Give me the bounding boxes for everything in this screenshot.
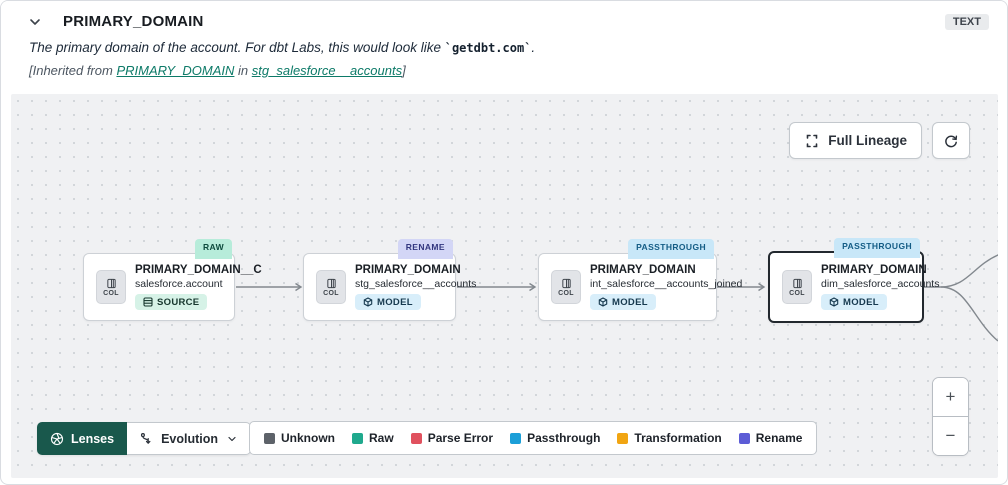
legend-swatch [617, 432, 629, 444]
expand-icon [806, 134, 818, 147]
evolution-legend: Unknown Raw Parse Error Passthrough Tran… [249, 421, 818, 455]
column-icon [326, 278, 336, 288]
zoom-out-button[interactable]: − [933, 417, 968, 455]
chevron-down-icon [228, 436, 236, 441]
column-icon [561, 278, 571, 288]
lineage-canvas[interactable]: Full Lineage RAW COL PRIMARY_DOMAIN__C s… [11, 94, 998, 478]
inherited-model-link[interactable]: stg_salesforce__accounts [251, 63, 403, 78]
lenses-control: Lenses Evolution [37, 422, 252, 455]
lineage-node-staging[interactable]: RENAME COL PRIMARY_DOMAIN stg_salesforce… [303, 239, 476, 321]
inherited-from-note: [Inherited from PRIMARY_DOMAIN in stg_sa… [29, 63, 406, 78]
column-description: The primary domain of the account. For d… [29, 40, 536, 55]
legend-item: Passthrough [510, 431, 600, 445]
node-subtitle: salesforce.account [135, 278, 223, 290]
legend-item: Rename [738, 431, 802, 445]
node-subtitle: int_salesforce__accounts_joined [590, 278, 743, 290]
panel-header: PRIMARY_DOMAIN TEXT The primary domain o… [1, 1, 1007, 78]
selected-lens-label: Evolution [161, 431, 219, 446]
source-icon [143, 297, 153, 307]
full-lineage-label: Full Lineage [828, 133, 907, 148]
refresh-button[interactable] [932, 122, 970, 159]
legend-swatch [738, 432, 750, 444]
lenses-button[interactable]: Lenses [37, 422, 128, 455]
column-chip: COL [316, 270, 346, 304]
legend-item: Raw [352, 431, 394, 445]
legend-item: Unknown [264, 431, 335, 445]
evolution-badge: PASSTHROUGH [628, 239, 714, 259]
legend-swatch [352, 432, 363, 444]
node-subtitle: dim_salesforce_accounts [821, 278, 940, 290]
divider [933, 416, 968, 417]
full-lineage-button[interactable]: Full Lineage [789, 122, 922, 159]
column-icon [106, 278, 116, 288]
lens-select-dropdown[interactable]: Evolution [127, 422, 252, 455]
evolution-badge: RAW [194, 239, 232, 259]
resource-type-badge: MODEL [355, 294, 421, 310]
column-icon [792, 278, 802, 288]
column-title: PRIMARY_DOMAIN [63, 13, 204, 30]
lenses-label: Lenses [71, 431, 115, 446]
resource-type-badge: SOURCE [135, 294, 208, 310]
column-chip: COL [551, 270, 581, 304]
chevron-down-icon[interactable] [27, 14, 43, 30]
node-subtitle: stg_salesforce__accounts [355, 278, 477, 290]
zoom-controls: + − [932, 377, 969, 456]
legend-swatch [410, 432, 422, 444]
evolution-icon [141, 432, 151, 444]
inline-code: `getdbt.com` [444, 41, 532, 55]
data-type-badge: TEXT [944, 14, 989, 30]
lineage-node-source[interactable]: RAW COL PRIMARY_DOMAIN__C salesforce.acc… [83, 239, 262, 321]
legend-swatch [264, 432, 275, 444]
model-icon [829, 297, 839, 307]
lens-aperture-icon [50, 432, 64, 445]
model-icon [363, 297, 373, 307]
inherited-column-link[interactable]: PRIMARY_DOMAIN [116, 63, 235, 78]
column-chip: COL [96, 270, 126, 304]
node-title: PRIMARY_DOMAIN [590, 264, 696, 276]
zoom-in-button[interactable]: + [933, 378, 968, 416]
node-title: PRIMARY_DOMAIN [355, 264, 461, 276]
resource-type-badge: MODEL [821, 294, 887, 310]
legend-swatch [510, 432, 522, 444]
lineage-node-intermediate[interactable]: PASSTHROUGH COL PRIMARY_DOMAIN int_sales… [538, 239, 742, 321]
evolution-badge: PASSTHROUGH [834, 238, 920, 258]
node-title: PRIMARY_DOMAIN [821, 264, 927, 276]
resource-type-badge: MODEL [590, 294, 656, 310]
node-title: PRIMARY_DOMAIN__C [135, 264, 262, 276]
legend-item: Parse Error [410, 431, 493, 445]
refresh-icon [945, 134, 958, 147]
evolution-badge: RENAME [397, 239, 453, 259]
model-icon [598, 297, 608, 307]
lineage-node-dim-selected[interactable]: PASSTHROUGH COL PRIMARY_DOMAIN dim_sales… [768, 238, 939, 323]
column-chip: COL [782, 270, 812, 304]
legend-item: Transformation [617, 431, 722, 445]
